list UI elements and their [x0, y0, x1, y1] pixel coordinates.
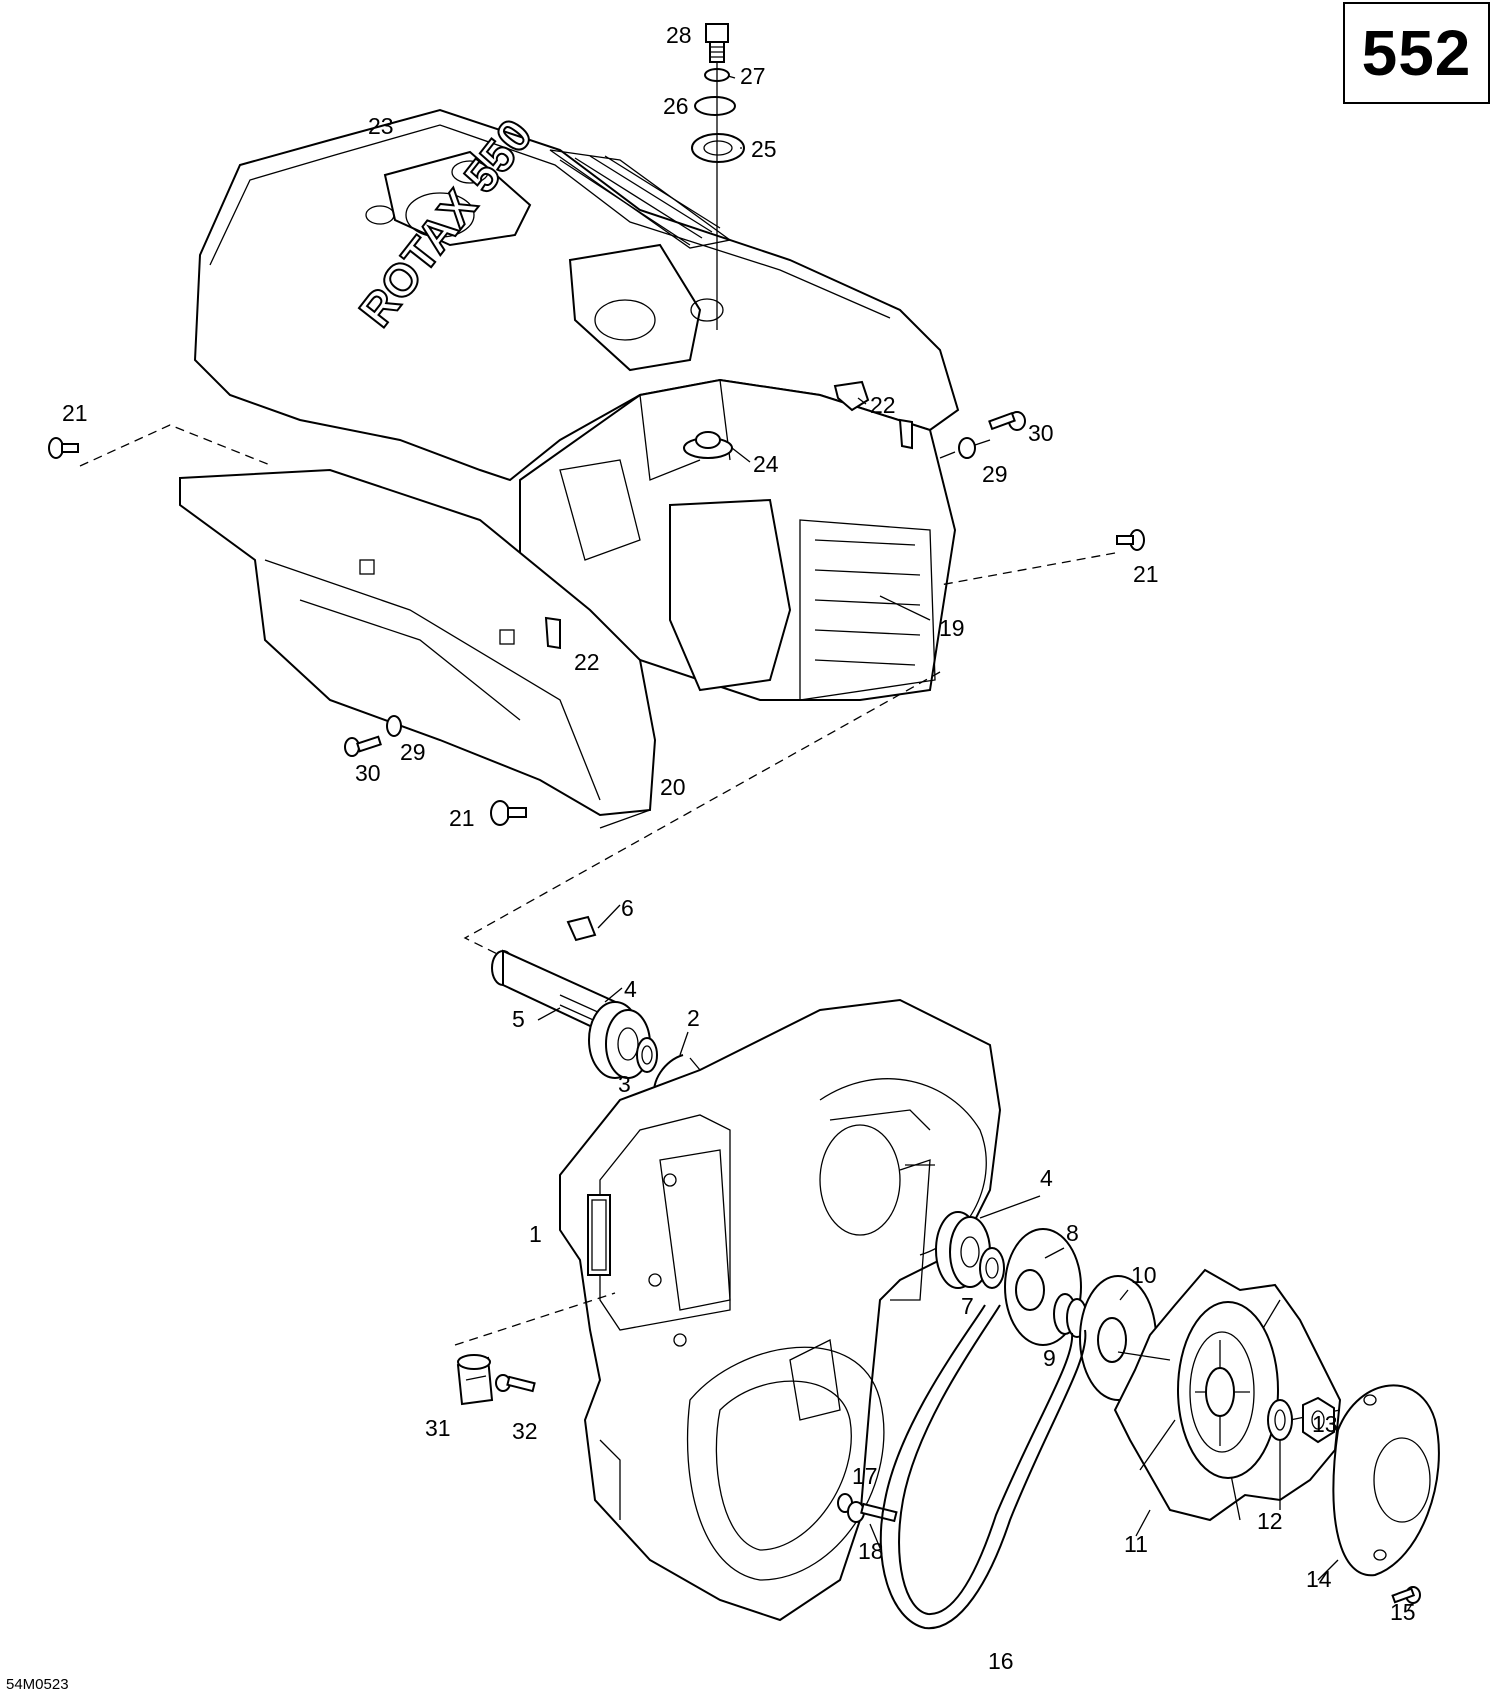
callout-8: 8 [1066, 1220, 1079, 1246]
clip-22-upper [833, 380, 870, 412]
callout-21-left: 21 [62, 400, 88, 426]
callout-4-hub: 4 [1040, 1165, 1053, 1191]
grommet-24 [683, 431, 733, 459]
callout-29-lower: 29 [400, 739, 426, 765]
fan-11 [1113, 1268, 1342, 1522]
screw-30-upper [988, 411, 1026, 431]
washer-29-lower [386, 715, 402, 737]
seal-3 [636, 1037, 658, 1073]
callout-2: 2 [687, 1005, 700, 1031]
callout-11: 11 [1124, 1531, 1148, 1557]
callout-27: 27 [740, 63, 766, 89]
screw-18 [847, 1501, 898, 1523]
callout-16: 16 [988, 1648, 1014, 1674]
callout-13: 13 [1312, 1411, 1338, 1437]
callout-30-upper: 30 [1028, 420, 1054, 446]
callout-1: 1 [529, 1221, 542, 1247]
callout-19: 19 [939, 615, 965, 641]
clip-22-right [898, 418, 913, 450]
washer-12 [1267, 1399, 1293, 1441]
callout-22-lower: 22 [574, 649, 600, 675]
callout-15: 15 [1390, 1599, 1416, 1625]
callout-3: 3 [618, 1071, 631, 1097]
lower-deflector-20 [179, 468, 657, 817]
callout-21-bottom: 21 [449, 805, 475, 831]
page-reference-number: 552 [1361, 17, 1472, 89]
screw-32 [495, 1374, 536, 1393]
callout-18: 18 [858, 1538, 884, 1564]
callout-31: 31 [425, 1415, 451, 1441]
callout-23: 23 [368, 113, 394, 139]
fan-housing-19 [519, 378, 957, 701]
leader-lines [537, 75, 1413, 1611]
callout-4-shaft: 4 [624, 976, 637, 1002]
callout-28: 28 [666, 22, 692, 48]
washer-26 [694, 96, 736, 116]
callout-17: 17 [852, 1463, 878, 1489]
callout-29-upper: 29 [982, 461, 1008, 487]
callout-12: 12 [1257, 1508, 1283, 1534]
spacer-7 [979, 1247, 1005, 1289]
callout-10: 10 [1131, 1262, 1157, 1288]
callout-25: 25 [751, 136, 777, 162]
callout-22-upper: 22 [870, 392, 896, 418]
nut-13 [1302, 1396, 1335, 1444]
fan-cap-14 [1332, 1384, 1440, 1577]
washer-29-upper [958, 437, 976, 459]
callout-6: 6 [621, 895, 634, 921]
drive-belt-16 [879, 1304, 1087, 1630]
drawing-code: 54M0523 [6, 1676, 69, 1693]
callout-32: 32 [512, 1418, 538, 1444]
callout-24: 24 [753, 451, 779, 477]
callout-26: 26 [663, 93, 689, 119]
callout-5: 5 [512, 1006, 525, 1032]
grommet-25 [691, 133, 745, 163]
callout-7: 7 [961, 1293, 974, 1319]
screw-30-lower [344, 735, 382, 757]
callout-30-lower: 30 [355, 760, 381, 786]
clip-22-lower [544, 616, 561, 650]
callout-20: 20 [660, 774, 686, 800]
screw-15 [1391, 1586, 1421, 1604]
screw-21-bottom [490, 800, 527, 826]
page-reference-box: 552 [1343, 2, 1490, 104]
fan-cover-23: ROTAX 550 [193, 108, 960, 482]
screw-21-left [48, 437, 79, 459]
grommet-31 [456, 1354, 494, 1406]
fan-housing-1 [559, 998, 1002, 1622]
screw-21-right [1116, 529, 1145, 551]
callout-labels: 28 27 26 25 23 21 22 30 24 29 21 19 22 2… [62, 22, 1416, 1674]
callout-9: 9 [1043, 1345, 1056, 1371]
woodruff-key-6 [566, 915, 597, 942]
callout-21-right: 21 [1133, 561, 1159, 587]
bolt-28 [705, 23, 729, 63]
